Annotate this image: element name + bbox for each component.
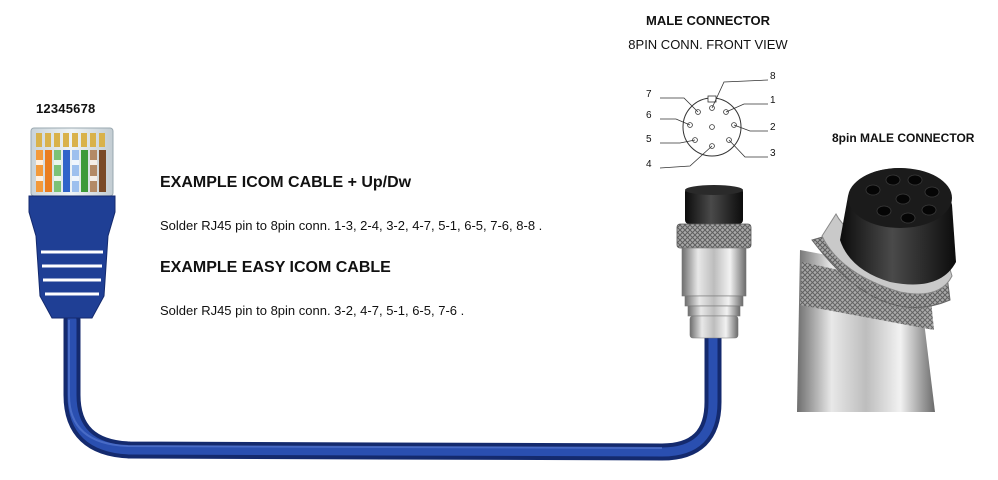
male-connector-title: MALE CONNECTOR: [646, 13, 770, 28]
pin-label-4: 4: [646, 159, 652, 170]
cable2-instructions: Solder RJ45 pin to 8pin conn. 3-2, 4-7, …: [160, 303, 465, 318]
rj45-wires: [36, 150, 106, 192]
blue-cable: [63, 311, 722, 461]
rj45-boot-ribs: [41, 250, 103, 296]
pin-label-7: 7: [646, 89, 652, 100]
rj45-pin-numbers: 12345678: [36, 101, 96, 116]
pinout-diagram: [659, 79, 769, 169]
male-connector-photo-label: 8pin MALE CONNECTOR: [832, 131, 975, 145]
cable1-title: EXAMPLE ICOM CABLE + Up/Dw: [160, 174, 412, 191]
front-view-subtitle: 8PIN CONN. FRONT VIEW: [628, 37, 788, 52]
rj45-plug: [28, 127, 116, 319]
pin-label-5: 5: [646, 134, 652, 145]
connector-closeup-holes: [865, 174, 940, 224]
pin-label-6: 6: [646, 110, 652, 121]
pin-label-3: 3: [770, 148, 776, 159]
pin-label-2: 2: [770, 122, 776, 133]
cable1-instructions: Solder RJ45 pin to 8pin conn. 1-3, 2-4, …: [160, 218, 543, 233]
connector-side-view: [676, 185, 752, 339]
pin-label-8: 8: [770, 71, 776, 82]
cable2-title: EXAMPLE EASY ICOM CABLE: [160, 259, 391, 276]
connector-closeup: [797, 168, 956, 412]
rj45-contacts: [36, 133, 105, 147]
pin-label-1: 1: [770, 95, 776, 106]
